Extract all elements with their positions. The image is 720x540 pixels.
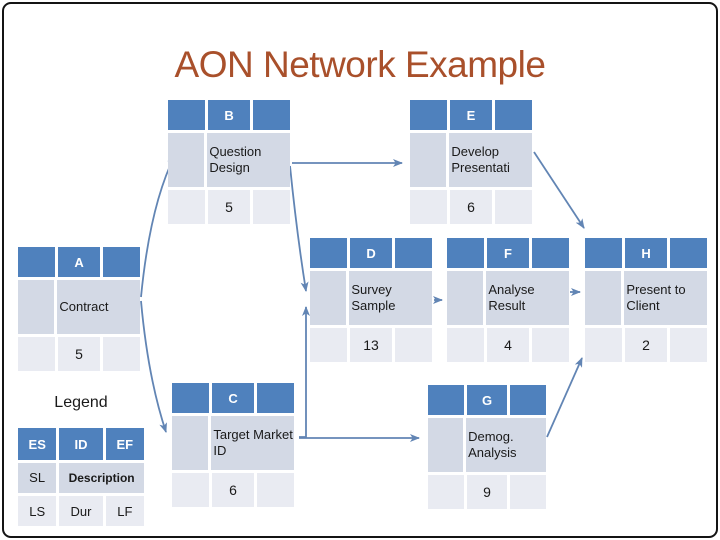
activity-node-a: A Contract 5 <box>18 247 141 371</box>
node-e-description: Develop Presentati <box>449 133 532 187</box>
legend-title: Legend <box>54 394 108 411</box>
activity-node-c: C Target Market ID 6 <box>172 383 295 507</box>
node-g-duration: 9 <box>466 475 508 509</box>
connector-b-d <box>289 165 309 292</box>
node-h-ls-cell <box>585 328 623 362</box>
legend-id-label: ID <box>59 428 103 460</box>
connector-g-h <box>546 357 583 438</box>
activity-node-f: F Analyse Result 4 <box>447 238 570 362</box>
node-h-duration: 2 <box>625 328 667 362</box>
node-g-id: G <box>466 385 508 415</box>
node-e-id: E <box>450 100 492 130</box>
activity-node-h: H Present to Client 2 <box>585 238 708 362</box>
legend-sl-label: SL <box>18 463 57 493</box>
activity-node-d: D Survey Sample 13 <box>310 238 433 362</box>
node-e-ls-cell <box>410 190 448 224</box>
connector-a-c <box>140 300 167 433</box>
legend-ls-label: LS <box>18 496 57 526</box>
node-c-description: Target Market ID <box>211 416 294 470</box>
connector-c-d <box>299 306 310 438</box>
node-c-es-cell <box>172 383 210 413</box>
legend-description-label: Description <box>59 463 144 493</box>
node-f-sl-cell <box>447 271 484 325</box>
node-b-description: Question Design <box>207 133 290 187</box>
node-h-description: Present to Client <box>624 271 707 325</box>
node-c-ls-cell <box>172 473 210 507</box>
node-h-lf-cell <box>669 328 708 362</box>
node-h-es-cell <box>585 238 623 268</box>
node-d-ef-cell <box>394 238 433 268</box>
node-a-id: A <box>58 247 100 277</box>
node-d-sl-cell <box>310 271 347 325</box>
node-g-ef-cell <box>510 385 546 415</box>
legend-lf-label: LF <box>105 496 145 526</box>
node-b-duration: 5 <box>208 190 250 224</box>
node-e-ef-cell <box>494 100 533 130</box>
node-c-lf-cell <box>256 473 295 507</box>
node-f-ls-cell <box>447 328 485 362</box>
node-b-sl-cell <box>168 133 205 187</box>
node-d-id: D <box>350 238 392 268</box>
node-a-duration: 5 <box>58 337 100 371</box>
node-a-ef-cell <box>102 247 141 277</box>
node-e-lf-cell <box>494 190 533 224</box>
node-a-description: Contract <box>57 280 140 334</box>
connector-e-h <box>533 151 585 229</box>
node-g-es-cell <box>428 385 464 415</box>
slide-title: AON Network Example <box>174 44 546 85</box>
legend-es-label: ES <box>18 428 57 460</box>
node-c-sl-cell <box>172 416 209 470</box>
node-g-sl-cell <box>428 418 464 472</box>
node-d-ls-cell <box>310 328 348 362</box>
node-f-duration: 4 <box>487 328 529 362</box>
node-c-id: C <box>212 383 254 413</box>
node-b-es-cell <box>168 100 206 130</box>
node-d-es-cell <box>310 238 348 268</box>
node-f-ef-cell <box>531 238 570 268</box>
node-c-duration: 6 <box>212 473 254 507</box>
node-f-description: Analyse Result <box>486 271 569 325</box>
activity-node-b: B Question Design 5 <box>168 100 291 224</box>
node-e-duration: 6 <box>450 190 492 224</box>
node-b-lf-cell <box>252 190 291 224</box>
activity-node-e: E Develop Presentati 6 <box>410 100 533 224</box>
legend-table: ES ID EF SL Description LS Dur LF <box>18 428 145 526</box>
node-a-ls-cell <box>18 337 56 371</box>
legend-ef-label: EF <box>105 428 145 460</box>
node-b-ef-cell <box>252 100 291 130</box>
node-a-lf-cell <box>102 337 141 371</box>
node-f-lf-cell <box>531 328 570 362</box>
node-a-es-cell <box>18 247 56 277</box>
node-a-sl-cell <box>18 280 55 334</box>
node-d-description: Survey Sample <box>349 271 432 325</box>
activity-node-g: G Demog. Analysis 9 <box>428 385 546 509</box>
node-h-ef-cell <box>669 238 708 268</box>
node-f-id: F <box>487 238 529 268</box>
node-h-id: H <box>625 238 667 268</box>
legend-dur-label: Dur <box>59 496 103 526</box>
node-e-sl-cell <box>410 133 447 187</box>
node-h-sl-cell <box>585 271 622 325</box>
node-d-lf-cell <box>394 328 433 362</box>
node-b-id: B <box>208 100 250 130</box>
node-e-es-cell <box>410 100 448 130</box>
node-c-ef-cell <box>256 383 295 413</box>
node-g-ls-cell <box>428 475 464 509</box>
node-f-es-cell <box>447 238 485 268</box>
node-b-ls-cell <box>168 190 206 224</box>
node-g-lf-cell <box>510 475 546 509</box>
node-g-description: Demog. Analysis <box>466 418 546 472</box>
node-d-duration: 13 <box>350 328 392 362</box>
